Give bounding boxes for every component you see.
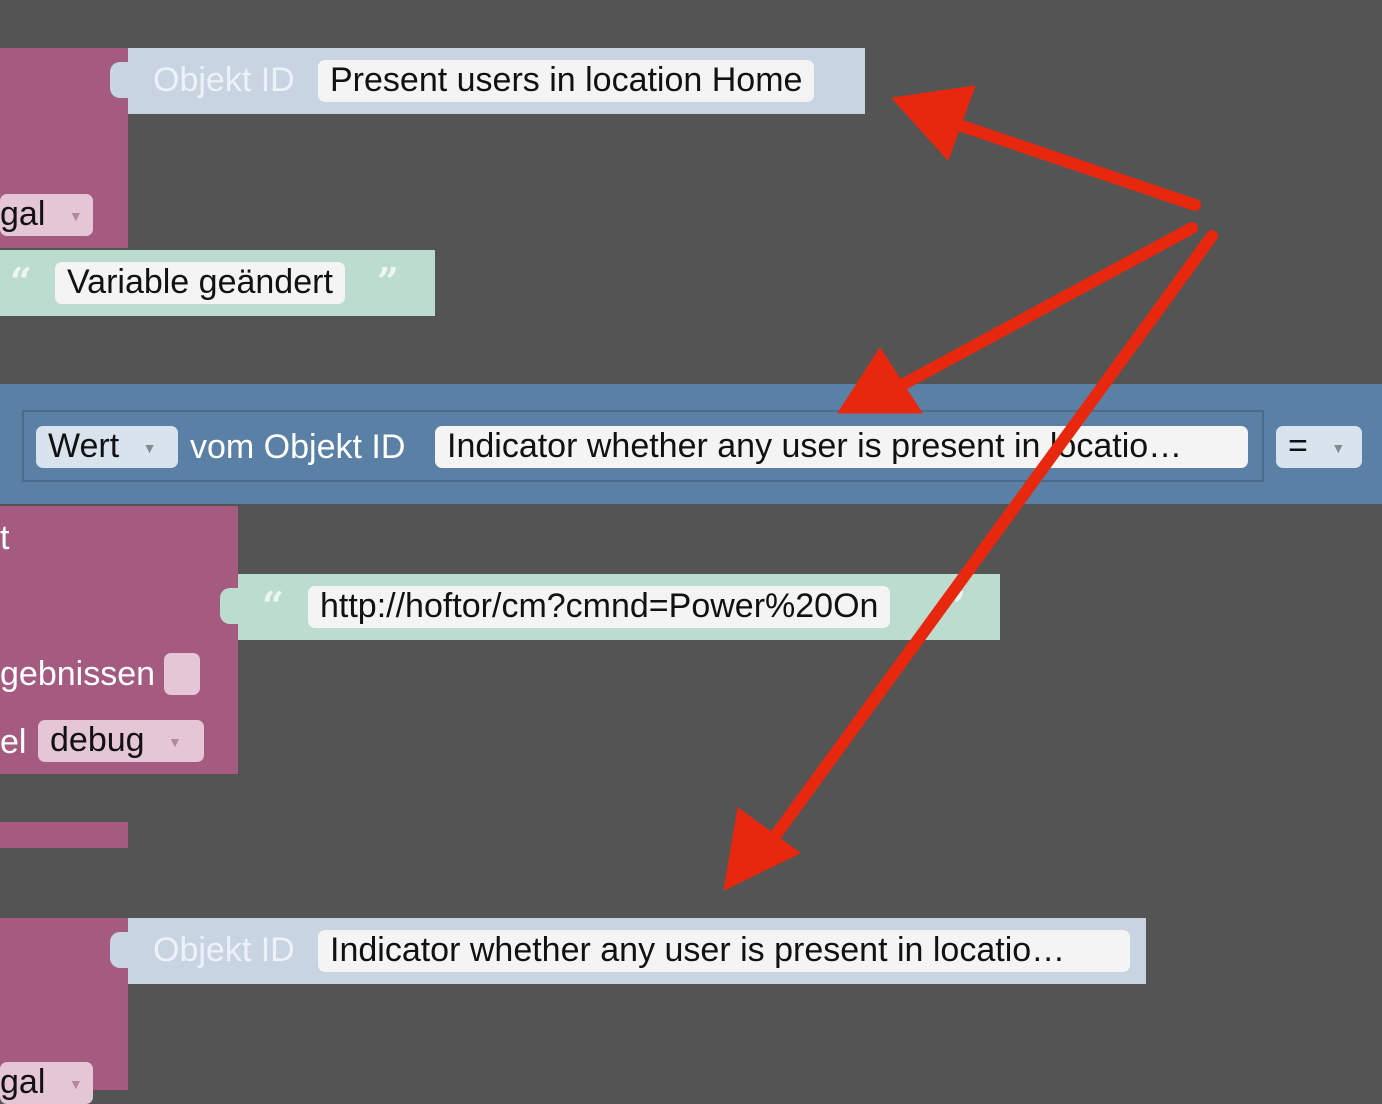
operator-dropdown[interactable]: = ▼	[1276, 426, 1362, 468]
arrowhead-bottom	[723, 807, 801, 891]
arrow-to-top-object	[944, 116, 1201, 211]
triangle-down-icon: ▼	[1331, 440, 1346, 457]
level-partial-label: el	[0, 723, 27, 761]
quote-open-icon: “	[10, 259, 32, 304]
objekt-id-label: Objekt ID	[153, 61, 295, 99]
wert-dropdown[interactable]: Wert ▼	[36, 426, 178, 468]
triangle-down-icon: ▼	[68, 208, 83, 225]
procedure-block-bottom[interactable]	[0, 918, 128, 1090]
arrowhead-top	[891, 85, 976, 161]
objekt-id-block-bottom-tab	[110, 932, 130, 968]
request-partial-label: t	[0, 519, 10, 557]
vom-objekt-label: vom Objekt ID	[190, 428, 406, 466]
objekt-id-field[interactable]: Indicator whether any user is present in…	[318, 930, 1130, 972]
url-field[interactable]: http://hoftor/cm?cmnd=Power%20On	[308, 586, 891, 628]
triangle-down-icon: ▼	[68, 1076, 83, 1093]
text-field[interactable]: Variable geändert	[55, 262, 345, 304]
log-level-dropdown[interactable]: debug ▼	[38, 720, 204, 762]
triangle-down-icon: ▼	[142, 440, 157, 457]
results-partial-label: gebnissen	[0, 655, 156, 693]
objekt-id-block-top-tab	[110, 62, 130, 98]
results-checkbox[interactable]	[164, 653, 200, 695]
triangle-down-icon: ▼	[168, 734, 182, 751]
objekt-id-label: Objekt ID	[153, 931, 295, 969]
dropdown-partial-top[interactable]: gal ▼	[0, 194, 93, 236]
arrow-to-bottom-object	[764, 230, 1218, 849]
url-text-block-tab	[220, 588, 240, 624]
block-connector-bar	[0, 822, 128, 848]
arrowhead-compare	[837, 347, 923, 414]
objekt-id-field[interactable]: Present users in location Home	[318, 60, 815, 102]
quote-close-icon: ”	[377, 259, 399, 304]
arrow-to-compare	[894, 222, 1198, 392]
quote-open-icon: “	[262, 583, 284, 628]
